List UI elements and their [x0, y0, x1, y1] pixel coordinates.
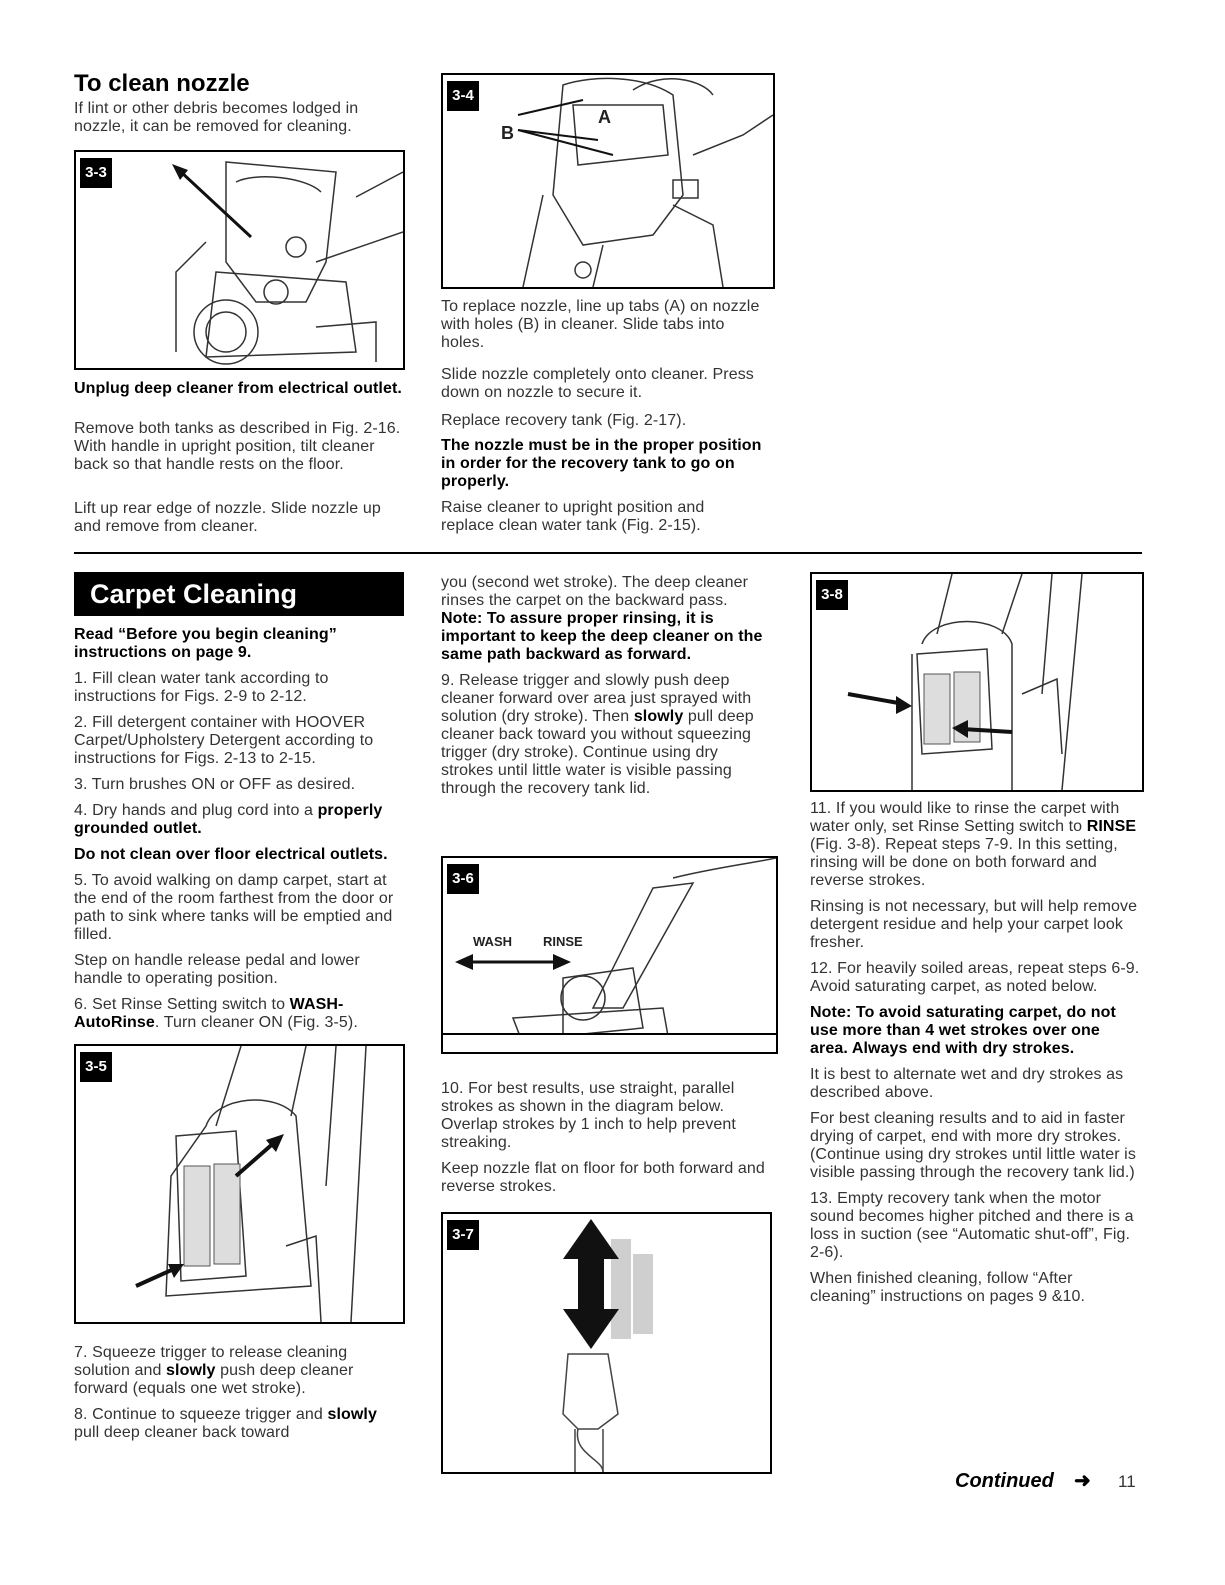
figure-label-3-6: 3-6	[447, 864, 479, 894]
alternate-text: It is best to alternate wet and dry stro…	[810, 1066, 1124, 1101]
figure-3-4: 3-4 A B	[441, 73, 775, 289]
proper-position-note: The nozzle must be in the proper positio…	[441, 437, 762, 490]
do-not-clean-warning: Do not clean over floor electrical outle…	[74, 846, 388, 863]
column-2: you (second wet stroke). The deep cleane…	[441, 574, 771, 806]
best-results-text: For best cleaning results and to aid in …	[810, 1110, 1136, 1181]
rinsing-text: Rinsing is not necessary, but will help …	[810, 898, 1138, 951]
step-1: 1. Fill clean water tank according to in…	[74, 670, 329, 705]
step-8-text: 8. Continue to squeeze trigger and	[74, 1406, 328, 1423]
figure-label-3-7: 3-7	[447, 1220, 479, 1250]
remove-tanks-text: Remove both tanks as described in Fig. 2…	[74, 420, 401, 473]
step-8: 8. Continue to squeeze trigger and slowl…	[74, 1406, 394, 1442]
replace-tank-text: Replace recovery tank (Fig. 2-17).	[441, 412, 687, 429]
wash-label: WASH	[473, 934, 512, 949]
nozzle-replace-illustration	[517, 77, 773, 287]
read-before-note: Read “Before you begin cleaning” instruc…	[74, 626, 337, 661]
step-8-tail: pull deep cleaner back toward	[74, 1424, 290, 1441]
step-11-bold: RINSE	[1086, 818, 1137, 835]
step-6-bold: WASH-AutoRinse	[74, 996, 344, 1031]
step-9-tail: pull deep cleaner back toward you withou…	[441, 708, 754, 797]
step-4-bold: properly grounded outlet.	[74, 802, 383, 837]
callout-a: A	[598, 107, 611, 127]
step-7-bold: slowly	[166, 1362, 216, 1379]
step-4: 4. Dry hands and plug cord into a proper…	[74, 802, 404, 838]
rinse-note: Note: To assure proper rinsing, it is im…	[441, 610, 763, 663]
figure-label-3-3: 3-3	[80, 158, 112, 188]
callout-b: B	[501, 123, 514, 143]
column-2-mid: 10. For best results, use straight, para…	[441, 1080, 771, 1204]
figure-label-3-5: 3-5	[80, 1052, 112, 1082]
arrow-right-icon: ➜	[1074, 1470, 1091, 1492]
column-1: Read “Before you begin cleaning” instruc…	[74, 626, 404, 1040]
intro-text: If lint or other debris becomes lodged i…	[74, 100, 359, 135]
step-8-bold: slowly	[327, 1406, 377, 1423]
step-7: 7. Squeeze trigger to release cleaning s…	[74, 1344, 394, 1398]
section-title-clean-nozzle: To clean nozzle	[74, 70, 250, 97]
step-11-tail: (Fig. 3-8). Repeat steps 7-9. In this se…	[810, 836, 1118, 889]
carpet-cleaning-banner: Carpet Cleaning	[74, 572, 404, 616]
finished-text: When finished cleaning, follow “After cl…	[810, 1270, 1086, 1305]
rinse-setting-illustration	[847, 574, 1083, 790]
figure-3-7: 3-7	[441, 1212, 772, 1474]
step-8-cont-text: you (second wet stroke). The deep cleane…	[441, 574, 749, 609]
step-7-tail: push deep cleaner forward (equals one we…	[74, 1362, 354, 1397]
step-6: 6. Set Rinse Setting switch to WASH-Auto…	[74, 996, 404, 1032]
step-13: 13. Empty recovery tank when the motor s…	[810, 1190, 1134, 1261]
lift-nozzle-text: Lift up rear edge of nozzle. Slide nozzl…	[74, 500, 381, 535]
page-number: 11	[1118, 1472, 1136, 1491]
continued-label: Continued	[955, 1470, 1054, 1492]
slide-nozzle-text: Slide nozzle completely onto cleaner. Pr…	[441, 366, 754, 401]
step-12: 12. For heavily soiled areas, repeat ste…	[810, 960, 1140, 995]
unplug-warning: Unplug deep cleaner from electrical outl…	[74, 380, 402, 397]
figure-3-8: 3-8	[810, 572, 1144, 792]
figure-3-5: 3-5	[74, 1044, 405, 1324]
step-3: 3. Turn brushes ON or OFF as desired.	[74, 776, 356, 793]
column-1-bottom: 7. Squeeze trigger to release cleaning s…	[74, 1344, 394, 1450]
step-9-bold: slowly	[633, 708, 684, 725]
figure-label-3-8: 3-8	[816, 580, 848, 610]
step-pedal: Step on handle release pedal and lower h…	[74, 952, 360, 987]
stroke-pattern-illustration	[562, 1219, 653, 1472]
step-5: 5. To avoid walking on damp carpet, star…	[74, 872, 394, 943]
step-9-text: 9. Release trigger and slowly push deep …	[441, 672, 752, 725]
rinse-switch-illustration	[135, 1046, 367, 1322]
step-6-text: 6. Set Rinse Setting switch to	[74, 996, 290, 1013]
nozzle-removal-illustration	[172, 161, 403, 365]
keep-flat-text: Keep nozzle flat on floor for both forwa…	[441, 1160, 765, 1195]
wash-rinse-illustration	[443, 858, 776, 1052]
step-7-text: 7. Squeeze trigger to release cleaning s…	[74, 1344, 348, 1379]
figure-3-3: 3-3	[74, 150, 405, 370]
column-3: 11. If you would like to rinse the carpe…	[810, 800, 1140, 1314]
figure-3-6: 3-6 WASH RINSE	[441, 856, 778, 1054]
raise-cleaner-text: Raise cleaner to upright position and re…	[441, 499, 705, 534]
figure-label-3-4: 3-4	[447, 81, 479, 111]
step-8-continued: you (second wet stroke). The deep cleane…	[441, 574, 771, 664]
section-divider	[74, 552, 1142, 554]
step-11: 11. If you would like to rinse the carpe…	[810, 800, 1140, 890]
step-10: 10. For best results, use straight, para…	[441, 1080, 736, 1151]
step-2: 2. Fill detergent container with HOOVER …	[74, 714, 374, 767]
rinse-label: RINSE	[543, 934, 583, 949]
replace-nozzle-text: To replace nozzle, line up tabs (A) on n…	[441, 298, 760, 351]
step-9: 9. Release trigger and slowly push deep …	[441, 672, 771, 798]
step-6-tail: . Turn cleaner ON (Fig. 3-5).	[154, 1014, 358, 1031]
saturating-note: Note: To avoid saturating carpet, do not…	[810, 1004, 1116, 1057]
step-4-text: 4. Dry hands and plug cord into a	[74, 802, 318, 819]
step-11-text: 11. If you would like to rinse the carpe…	[810, 800, 1120, 835]
